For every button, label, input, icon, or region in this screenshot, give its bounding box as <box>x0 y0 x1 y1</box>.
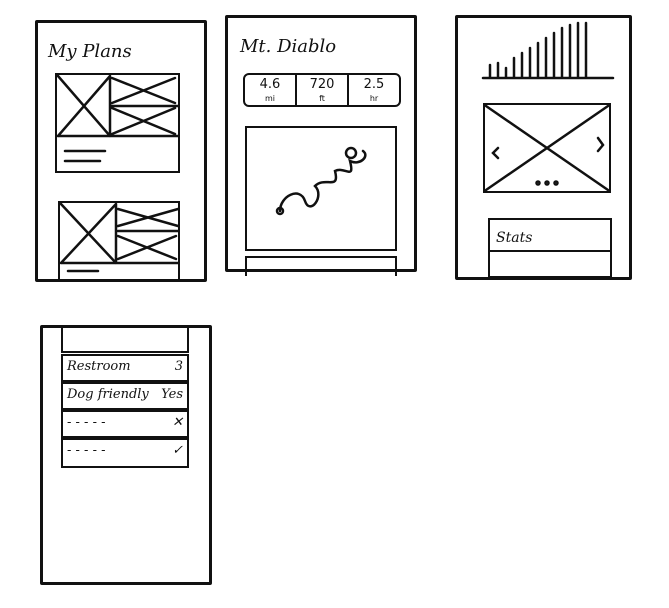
carousel-content <box>484 104 610 192</box>
list-item: - - - - -✕ <box>61 410 189 438</box>
check-icon: ✓ <box>172 443 183 458</box>
bottom-bar <box>245 256 397 276</box>
list-item: - - - - -✓ <box>61 438 189 468</box>
plan-card-images <box>56 74 180 163</box>
plan-card[interactable] <box>55 73 180 173</box>
plan-card[interactable] <box>58 201 180 281</box>
divider <box>488 250 612 252</box>
x-icon: ✕ <box>172 415 183 430</box>
screen-gallery-stats: Stats <box>455 15 632 280</box>
screen-my-plans: My Plans <box>35 20 207 282</box>
trail-title: Mt. Diablo <box>240 36 337 57</box>
photo-carousel[interactable] <box>483 103 611 193</box>
plan-card-images <box>59 202 180 273</box>
trail-route <box>275 146 367 216</box>
page-title: My Plans <box>48 41 132 62</box>
stats-label: Stats <box>496 230 533 246</box>
header-divider <box>61 328 189 353</box>
trail-map[interactable] <box>245 126 397 251</box>
stats-section[interactable] <box>488 218 612 278</box>
elevation-chart <box>481 21 615 80</box>
